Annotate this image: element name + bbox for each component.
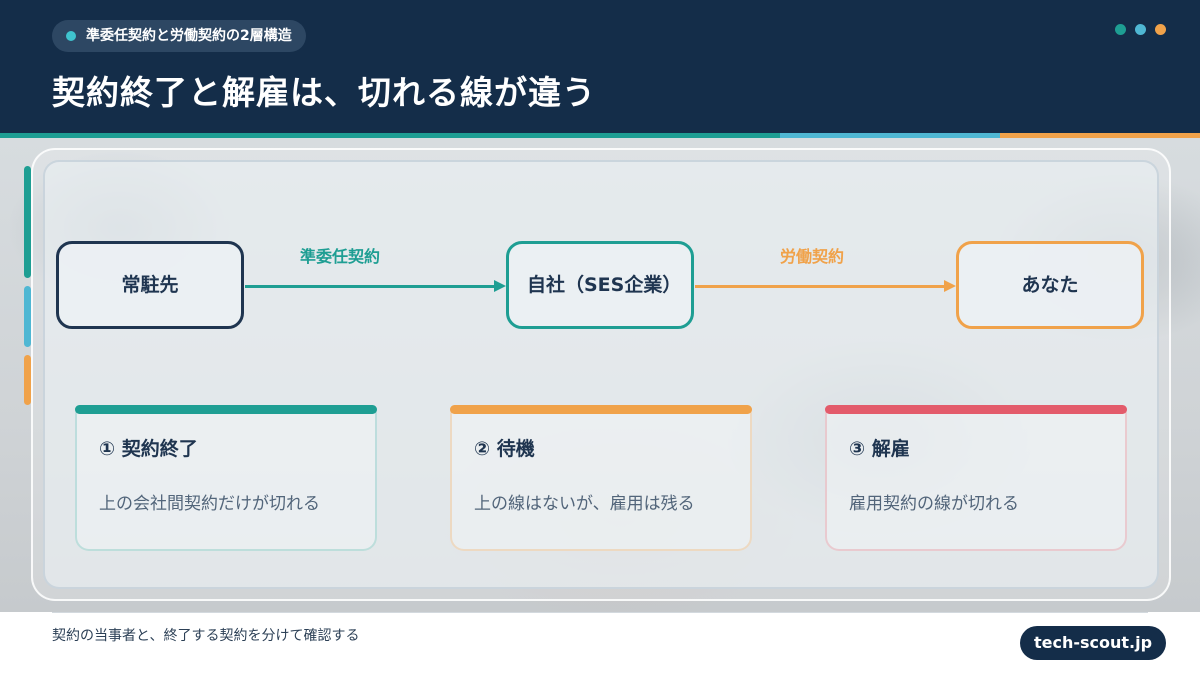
decorative-dots (1115, 24, 1166, 35)
tag-dot-icon (66, 31, 76, 41)
brand-link[interactable]: tech-scout.jp (1020, 626, 1167, 660)
accent-bar-teal (24, 166, 31, 278)
card-dismissal: ③ 解雇 雇用契約の線が切れる (825, 405, 1127, 551)
card-accent-bar (825, 405, 1127, 414)
card-accent-bar (450, 405, 752, 414)
card-text: 雇用契約の線が切れる (849, 494, 1019, 514)
dot-icon-orange (1155, 24, 1166, 35)
card-contract-end: ① 契約終了 上の会社間契約だけが切れる (75, 405, 377, 551)
card-standby: ② 待機 上の線はないが、雇用は残る (450, 405, 752, 551)
arrow-head-icon (494, 280, 506, 292)
card-title: ① 契約終了 (99, 438, 198, 460)
dot-icon-blue (1135, 24, 1146, 35)
footer-divider (52, 612, 1148, 613)
left-accent-bars (24, 166, 32, 413)
connector-label-quasi-mandate: 準委任契約 (300, 247, 381, 266)
topic-tag-label: 準委任契約と労働契約の2層構造 (86, 28, 292, 44)
accent-bar-orange (24, 355, 31, 405)
connector-quasi-mandate (245, 285, 495, 288)
card-body (75, 410, 377, 551)
node-ses-company: 自社（SES企業） (506, 241, 694, 329)
footer-note: 契約の当事者と、終了する契約を分けて確認する (52, 628, 360, 644)
header-accent-stripe (0, 133, 1200, 138)
card-title: ② 待機 (474, 438, 535, 460)
node-client-site: 常駐先 (56, 241, 244, 329)
topic-tag: 準委任契約と労働契約の2層構造 (52, 20, 306, 52)
card-text: 上の会社間契約だけが切れる (99, 494, 320, 514)
page-title: 契約終了と解雇は、切れる線が違う (52, 73, 596, 112)
card-body (825, 410, 1127, 551)
card-text: 上の線はないが、雇用は残る (474, 494, 695, 514)
header-bar: 準委任契約と労働契約の2層構造 契約終了と解雇は、切れる線が違う (0, 0, 1200, 133)
connector-employment (695, 285, 945, 288)
arrow-head-icon (944, 280, 956, 292)
dot-icon-teal (1115, 24, 1126, 35)
card-accent-bar (75, 405, 377, 414)
connector-label-employment: 労働契約 (780, 247, 845, 266)
accent-bar-blue (24, 286, 31, 347)
node-you: あなた (956, 241, 1144, 329)
card-title: ③ 解雇 (849, 438, 910, 460)
card-body (450, 410, 752, 551)
